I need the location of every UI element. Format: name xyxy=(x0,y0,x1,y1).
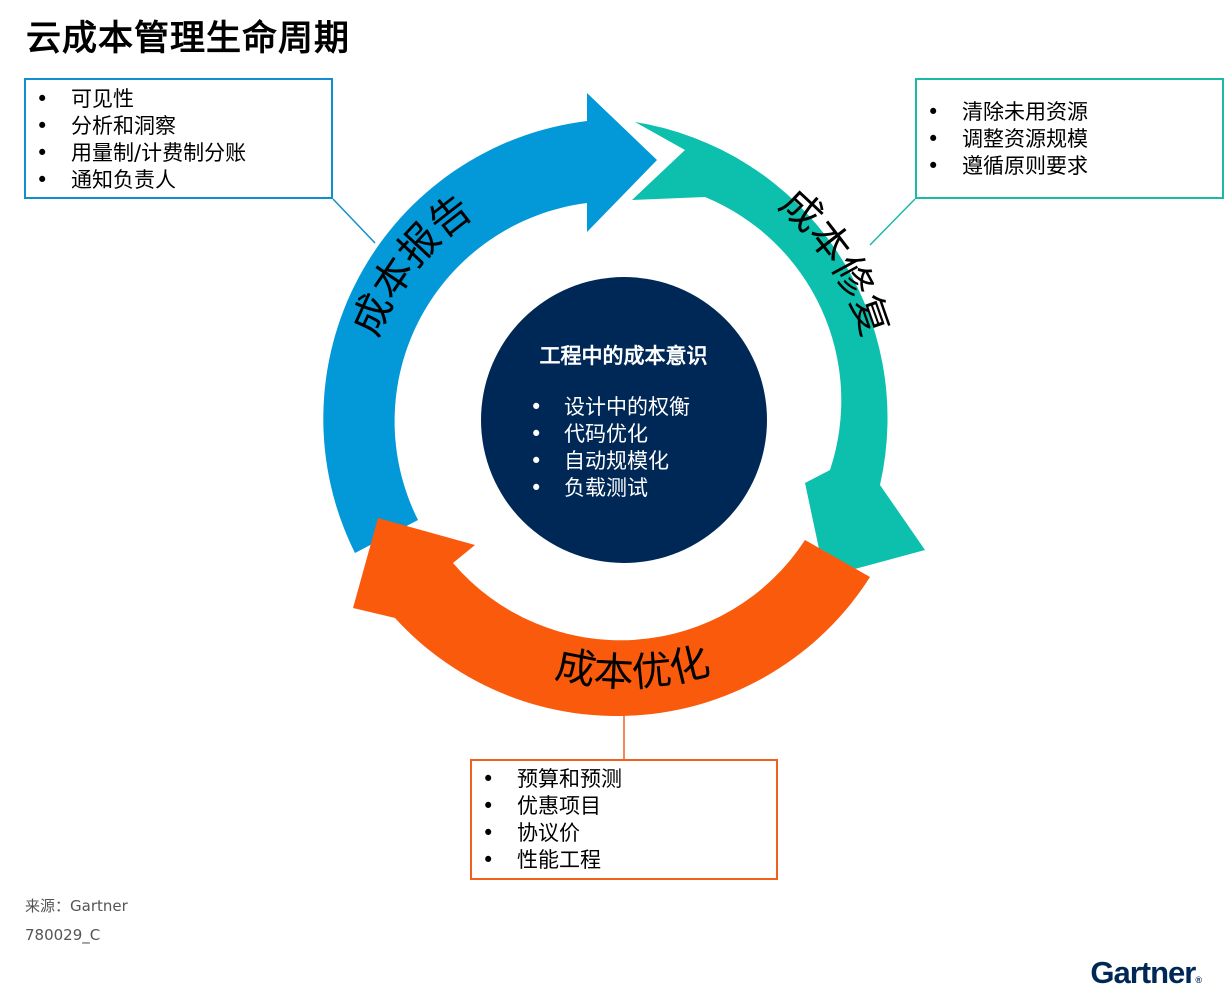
optimization-arrow xyxy=(353,518,870,717)
remediation-arrow xyxy=(632,122,925,577)
document-id: 780029_C xyxy=(25,926,101,944)
remediation-leader-line xyxy=(869,198,916,246)
source-note: 来源：Gartner xyxy=(25,897,128,915)
list-item: 清除未用资源 xyxy=(917,99,1222,126)
reporting-arrow xyxy=(323,93,657,553)
list-item: 预算和预测 xyxy=(472,766,776,793)
list-item: 调整资源规模 xyxy=(917,126,1222,153)
list-item: 负载测试 xyxy=(480,475,767,502)
optimization-callout: 预算和预测 优惠项目 协议价 性能工程 xyxy=(470,759,778,880)
list-item: 性能工程 xyxy=(472,847,776,874)
optimization-item-list: 预算和预测 优惠项目 协议价 性能工程 xyxy=(472,766,776,874)
logo-wordmark: Gartner xyxy=(1090,955,1196,990)
center-content: 工程中的成本意识 设计中的权衡 代码优化 自动规模化 负载测试 xyxy=(480,340,767,502)
gartner-logo: Gartner® xyxy=(1090,955,1202,991)
remediation-item-list: 清除未用资源 调整资源规模 遵循原则要求 xyxy=(917,99,1222,180)
reporting-leader-line xyxy=(332,198,376,244)
reporting-item-list: 可见性 分析和洞察 用量制/计费制分账 通知负责人 xyxy=(26,86,331,194)
reporting-callout: 可见性 分析和洞察 用量制/计费制分账 通知负责人 xyxy=(24,78,333,199)
registered-mark: ® xyxy=(1195,975,1202,985)
center-item-list: 设计中的权衡 代码优化 自动规模化 负载测试 xyxy=(480,394,767,502)
list-item: 通知负责人 xyxy=(26,167,331,194)
list-item: 遵循原则要求 xyxy=(917,153,1222,180)
list-item: 用量制/计费制分账 xyxy=(26,140,331,167)
list-item: 优惠项目 xyxy=(472,793,776,820)
list-item: 可见性 xyxy=(26,86,331,113)
remediation-callout: 清除未用资源 调整资源规模 遵循原则要求 xyxy=(915,78,1224,199)
center-title: 工程中的成本意识 xyxy=(539,344,708,368)
list-item: 自动规模化 xyxy=(480,448,767,475)
list-item: 分析和洞察 xyxy=(26,113,331,140)
list-item: 设计中的权衡 xyxy=(480,394,767,421)
page-title: 云成本管理生命周期 xyxy=(26,19,351,59)
list-item: 协议价 xyxy=(472,820,776,847)
list-item: 代码优化 xyxy=(480,421,767,448)
